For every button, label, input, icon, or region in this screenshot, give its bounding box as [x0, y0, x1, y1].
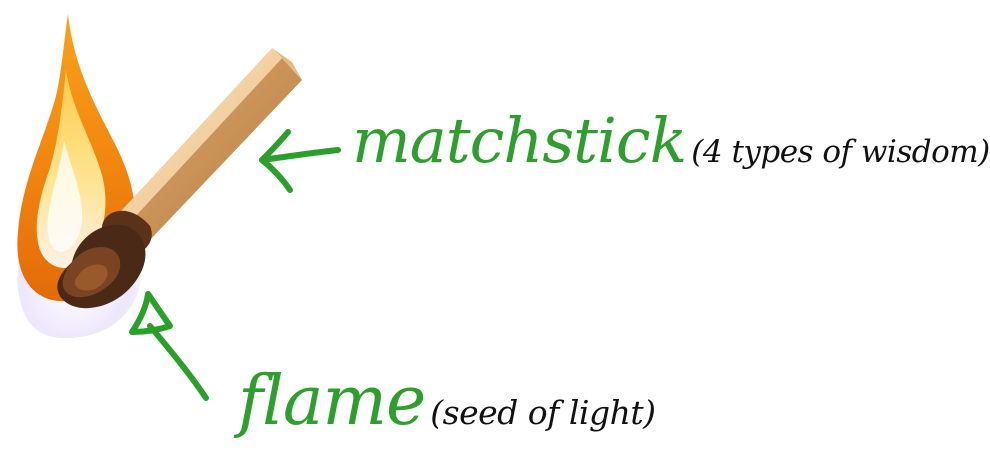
matchstick-illustration: [17, 14, 341, 401]
match-head: [57, 224, 146, 309]
flame-note: (seed of light): [430, 393, 656, 432]
flame-label: flame (seed of light): [238, 368, 656, 436]
matchstick-label: matchstick (4 types of wisdom): [352, 110, 990, 172]
flame-term: flame: [238, 362, 426, 441]
diagram-canvas: matchstick (4 types of wisdom) flame (se…: [17, 14, 990, 436]
matchstick-icon: [57, 48, 302, 309]
matchstick-note: (4 types of wisdom): [691, 134, 990, 170]
matchstick-term: matchstick: [352, 104, 687, 177]
arrow-up-left-icon: [129, 291, 209, 401]
arrow-left-icon: [259, 129, 341, 193]
